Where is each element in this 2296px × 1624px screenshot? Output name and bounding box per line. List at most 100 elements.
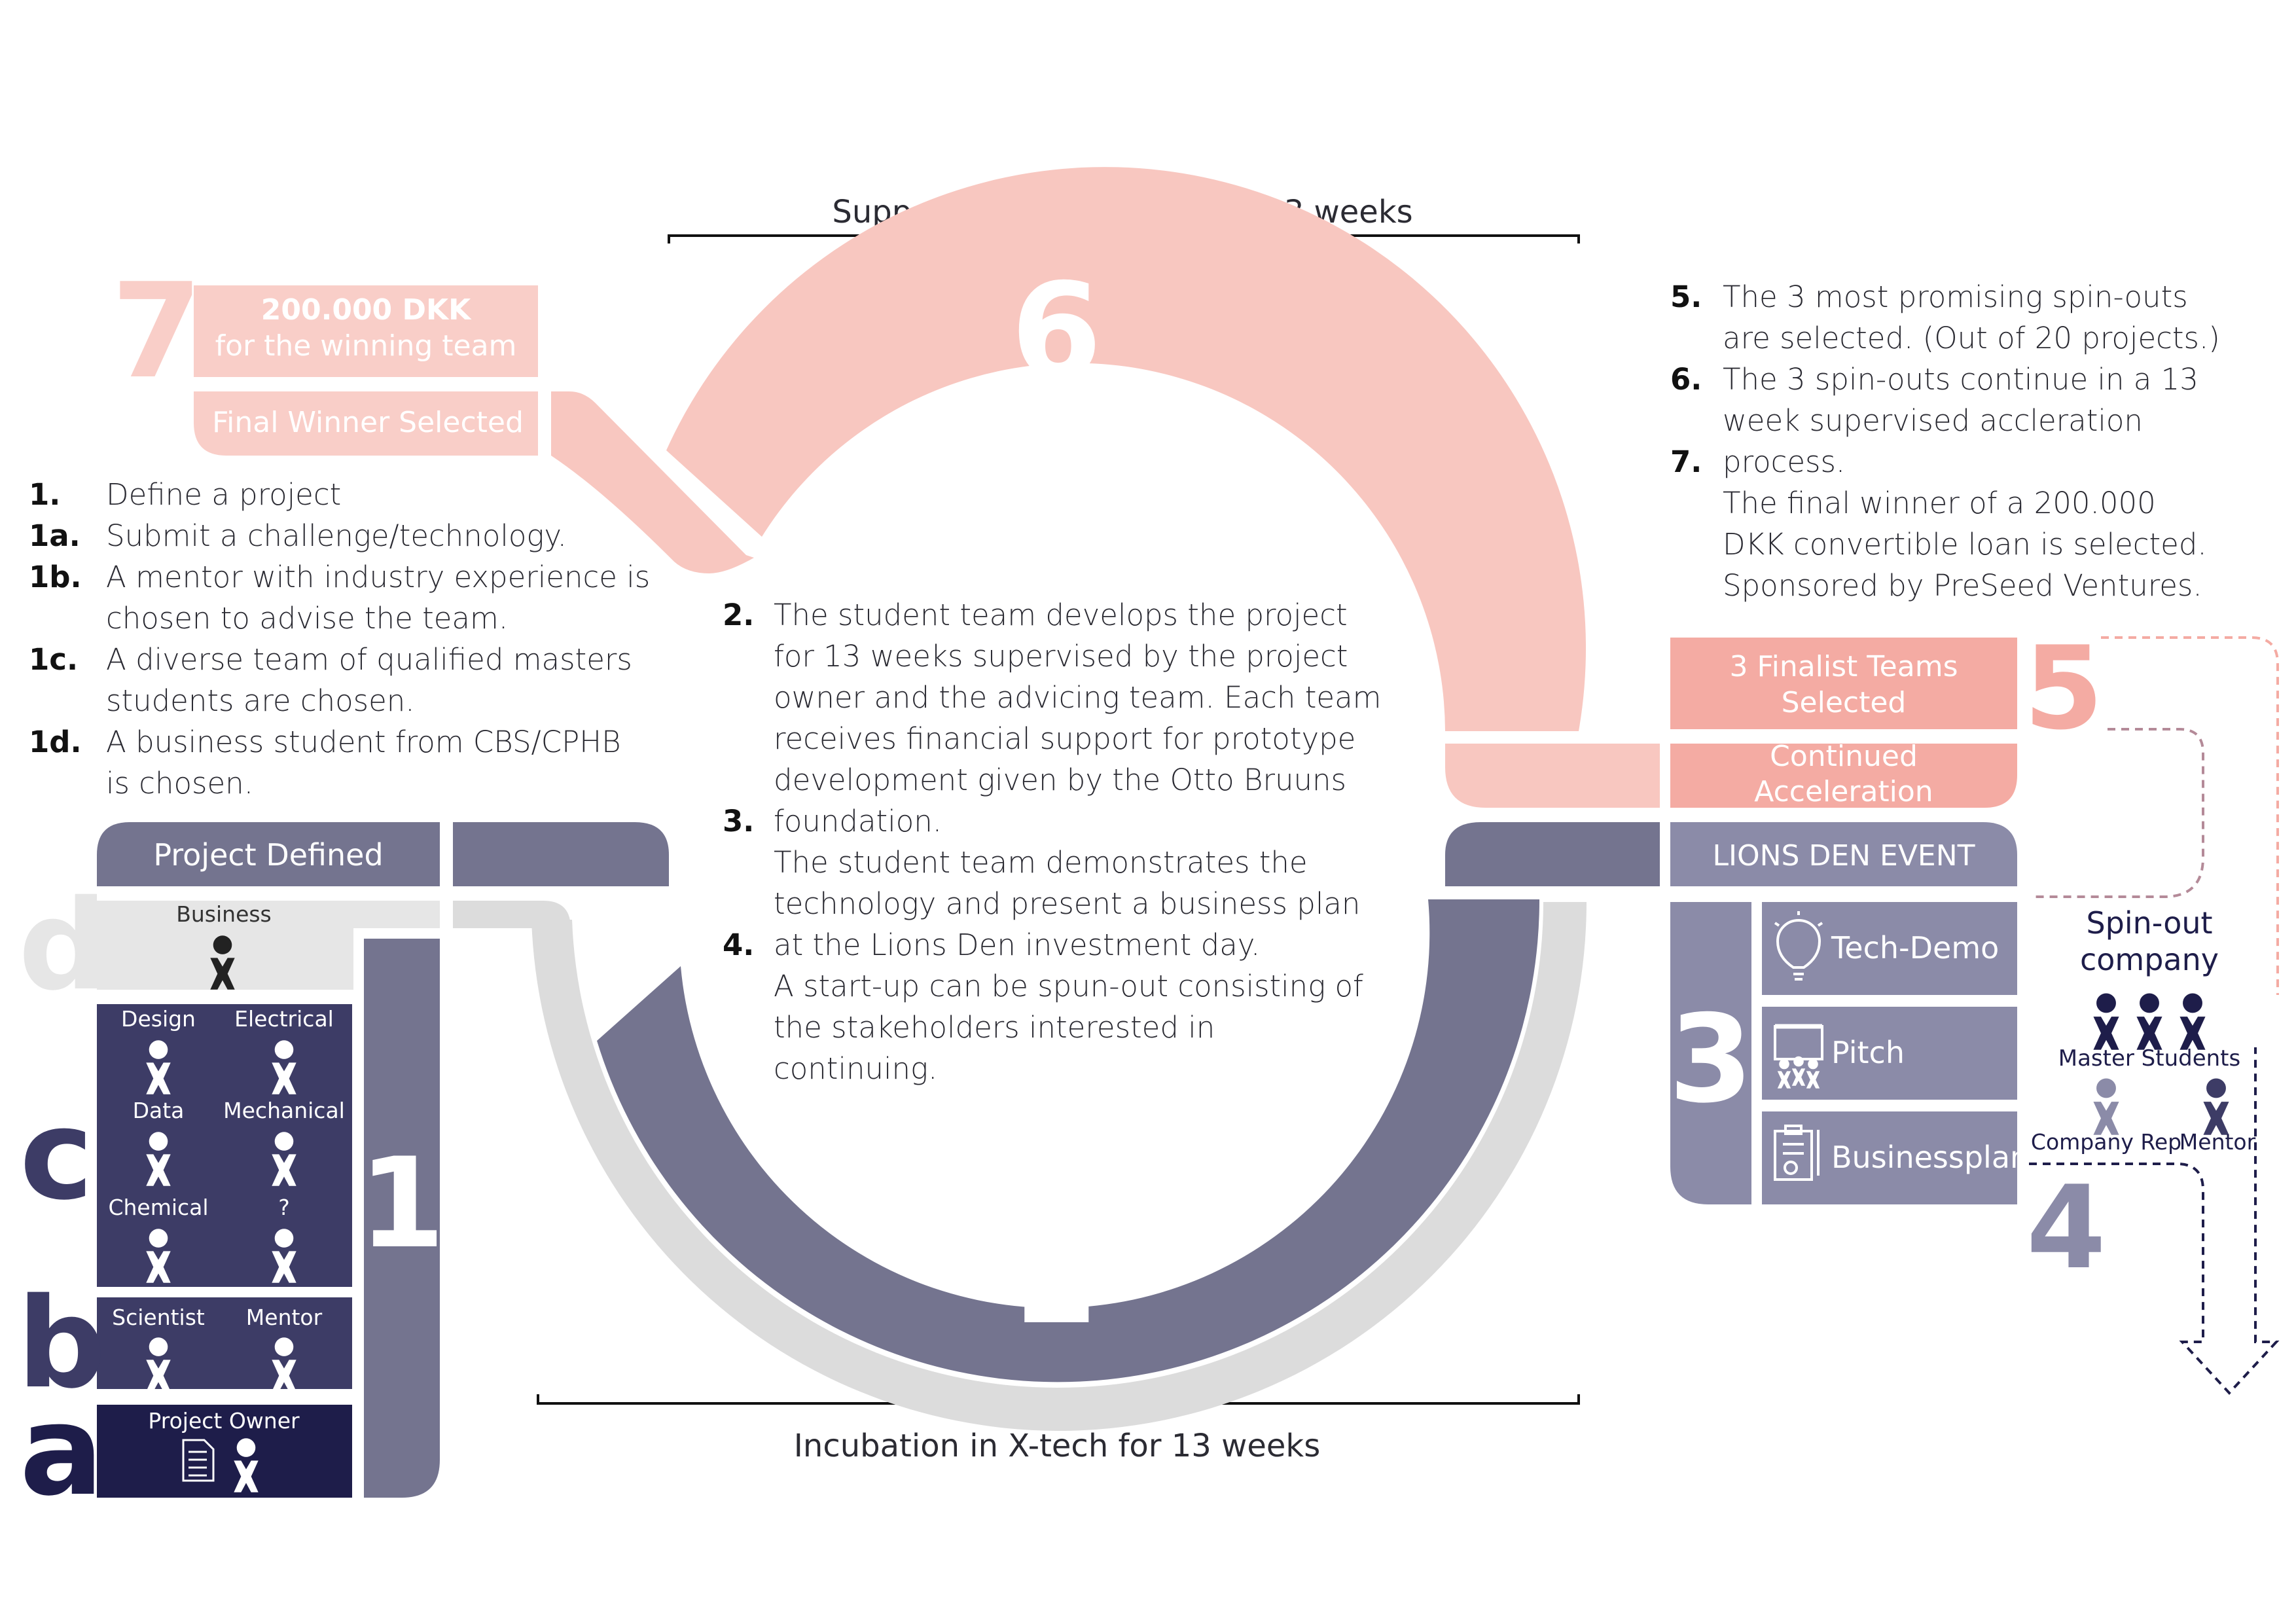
- master-student-icons: [2093, 993, 2206, 1050]
- company-rep-label: Company Rep: [2031, 1129, 2181, 1155]
- left-num-1a: 1a.: [29, 518, 81, 553]
- letter-a: a: [20, 1379, 103, 1523]
- project-connector: [453, 822, 669, 886]
- spinout-pink-dashed-outer: [2101, 636, 2279, 995]
- lions-phase-column: [1670, 902, 1751, 1204]
- spinout-title-line2: company: [2080, 942, 2219, 977]
- role-design: Design: [121, 1006, 196, 1032]
- prize-amount: 200.000 DKK: [261, 293, 472, 327]
- prize-box: [194, 285, 538, 377]
- project-defined-label: Project Defined: [153, 837, 383, 873]
- role-mechanical: Mechanical: [223, 1098, 345, 1123]
- phase-1-column: [364, 939, 440, 1498]
- center-num-3: 3.: [723, 804, 755, 839]
- letter-c: c: [20, 1083, 94, 1227]
- business-role: Business: [176, 901, 272, 927]
- spinout-title-line1: Spin-out: [2086, 905, 2212, 941]
- role-mentor: Mentor: [246, 1305, 323, 1330]
- left-line-1: Define a project: [106, 477, 342, 512]
- right-line-8: Sponsored by PreSeed Ventures.: [1723, 568, 2202, 603]
- right-line-1: The 3 most promising spin-outs: [1723, 280, 2188, 314]
- left-line-1b-2: chosen to advise the team.: [106, 601, 509, 636]
- phase-3-number: 3: [1669, 988, 1753, 1130]
- letter-d: d: [18, 873, 107, 1018]
- role-scientist: Scientist: [112, 1305, 205, 1330]
- phase-1-number: 1: [359, 1131, 445, 1276]
- center-line-10: A start-up can be spun-out consisting of: [774, 969, 1363, 1003]
- spinout-mentor-icon: [2203, 1078, 2229, 1135]
- tech-demo-box: [1762, 902, 2017, 995]
- pitch-label: Pitch: [1831, 1035, 1905, 1070]
- step-7-number: 7: [111, 255, 202, 408]
- right-num-5: 5.: [1670, 280, 1702, 314]
- center-line-2: for 13 weeks supervised by the project: [774, 639, 1348, 674]
- step-5-number: 5: [2024, 623, 2104, 755]
- left-line-1c-2: students are chosen.: [106, 683, 415, 718]
- role-unknown: ?: [278, 1195, 290, 1220]
- role-chemical: Chemical: [108, 1195, 208, 1220]
- business-row: [97, 901, 440, 990]
- left-line-1d-1: A business student from CBS/CPHB: [106, 725, 621, 759]
- acceleration-arc: [666, 167, 1587, 731]
- center-line-1: The student team develops the project: [774, 598, 1348, 632]
- continued-line1: Continued: [1770, 740, 1918, 773]
- center-num-4: 4.: [723, 928, 755, 962]
- spinout-pink-dashed-line: [2036, 728, 2204, 898]
- businessplan-icon: [1774, 1125, 1820, 1181]
- right-line-4: week supervised accleration: [1723, 403, 2143, 438]
- winner-connector: [551, 391, 754, 573]
- center-line-8: technology and present a business plan: [774, 886, 1361, 921]
- right-line-6: The final winner of a 200.000: [1723, 486, 2156, 520]
- left-line-1b-1: A mentor with industry experience is: [106, 560, 651, 594]
- lions-connector: [1445, 822, 1660, 886]
- lions-header: [1670, 822, 2017, 886]
- company-rep-icon: [2093, 1078, 2119, 1135]
- left-line-1c-1: A diverse team of qualified masters: [106, 642, 632, 677]
- center-line-7: The student team demonstrates the: [774, 845, 1308, 880]
- continued-connector: [1445, 744, 1660, 808]
- left-num-1b: 1b.: [29, 560, 82, 594]
- center-line-12: continuing.: [774, 1051, 938, 1086]
- finalists-box: [1670, 638, 2017, 729]
- students-block: [97, 1004, 352, 1287]
- step-4-number: 4: [2026, 1162, 2106, 1295]
- finalists-line2: Selected: [1782, 686, 1907, 719]
- role-electrical: Electrical: [234, 1006, 334, 1032]
- center-line-11: the stakeholders interested in: [774, 1010, 1215, 1045]
- businessplan-box: [1762, 1111, 2017, 1204]
- continued-line2: Acceleration: [1754, 775, 1933, 808]
- winner-label: Final Winner Selected: [212, 406, 524, 439]
- center-line-5: development given by the Otto Bruuns: [774, 763, 1346, 797]
- right-num-7: 7.: [1670, 444, 1702, 479]
- center-line-3: owner and the advicing team. Each team: [774, 680, 1382, 715]
- prize-sub: for the winning team: [215, 329, 517, 363]
- right-line-7: DKK convertible loan is selected.: [1723, 527, 2207, 562]
- right-line-2: are selected. (Out of 20 projects.): [1723, 321, 2220, 355]
- spinout-navy-dashed-arrow: [2029, 1047, 2280, 1395]
- ring-number-2: 2: [1015, 1210, 1100, 1351]
- right-line-5: process.: [1723, 444, 1846, 479]
- role-data: Data: [133, 1098, 185, 1123]
- center-line-6: foundation.: [774, 804, 942, 839]
- finalists-line1: 3 Finalist Teams: [1730, 650, 1958, 683]
- left-line-1a: Submit a challenge/technology.: [106, 518, 567, 553]
- lightbulb-icon: [1774, 911, 1823, 981]
- center-num-2: 2.: [723, 598, 755, 632]
- document-icon: [182, 1439, 215, 1482]
- tech-demo-label: Tech-Demo: [1831, 930, 1999, 965]
- project-defined-header: [97, 822, 440, 886]
- left-num-1: 1.: [29, 477, 61, 512]
- right-line-3: The 3 spin-outs continue in a 13: [1723, 362, 2198, 397]
- winner-box: [194, 391, 538, 456]
- left-num-1d: 1d.: [29, 725, 82, 759]
- lions-header-label: LIONS DEN EVENT: [1712, 839, 1975, 873]
- bottom-timeline-label: Incubation in X-tech for 13 weeks: [794, 1428, 1320, 1464]
- businessplan-label: Businessplan: [1831, 1140, 2029, 1175]
- ring-number-6: 6: [1011, 255, 1102, 408]
- role-project-owner: Project Owner: [148, 1408, 300, 1434]
- incubation-arc: [597, 899, 1540, 1382]
- continued-box: [1670, 744, 2017, 808]
- center-line-4: receives financial support for prototype: [774, 721, 1356, 756]
- spinout-mentor-label: Mentor: [2179, 1129, 2256, 1155]
